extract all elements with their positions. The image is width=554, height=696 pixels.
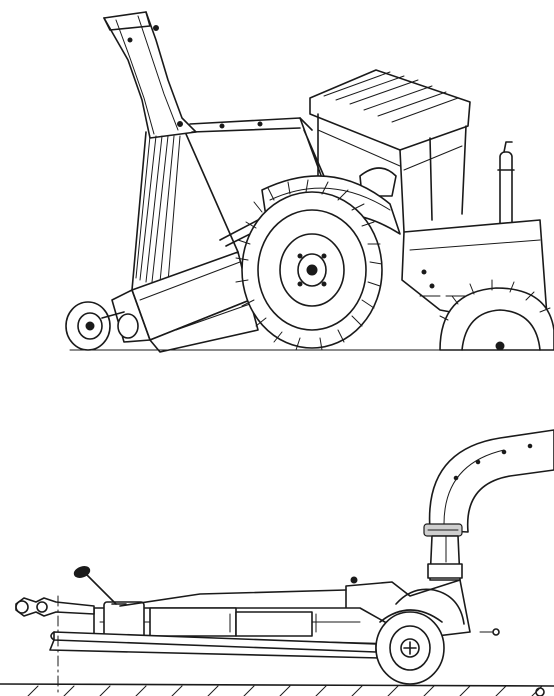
control-lever <box>73 566 127 605</box>
tractor-harvester-drawing <box>65 11 554 353</box>
top-illustration <box>65 11 554 353</box>
rear-wheel <box>235 179 383 351</box>
support-cables <box>131 131 239 291</box>
spout-column <box>427 535 463 581</box>
chassis-frame <box>93 589 393 645</box>
tractor-cab <box>309 69 471 233</box>
discharge-spout <box>103 11 197 139</box>
ground-line <box>0 683 554 696</box>
harvester-side-view-drawing <box>0 429 554 696</box>
tow-hitch <box>15 595 95 696</box>
side-wheel <box>375 609 445 685</box>
harvester-front-wheel <box>65 301 139 351</box>
bottom-illustration <box>0 400 554 696</box>
side-discharge-chute <box>423 429 554 537</box>
tow-arm <box>189 117 337 247</box>
front-wheel <box>439 279 554 351</box>
